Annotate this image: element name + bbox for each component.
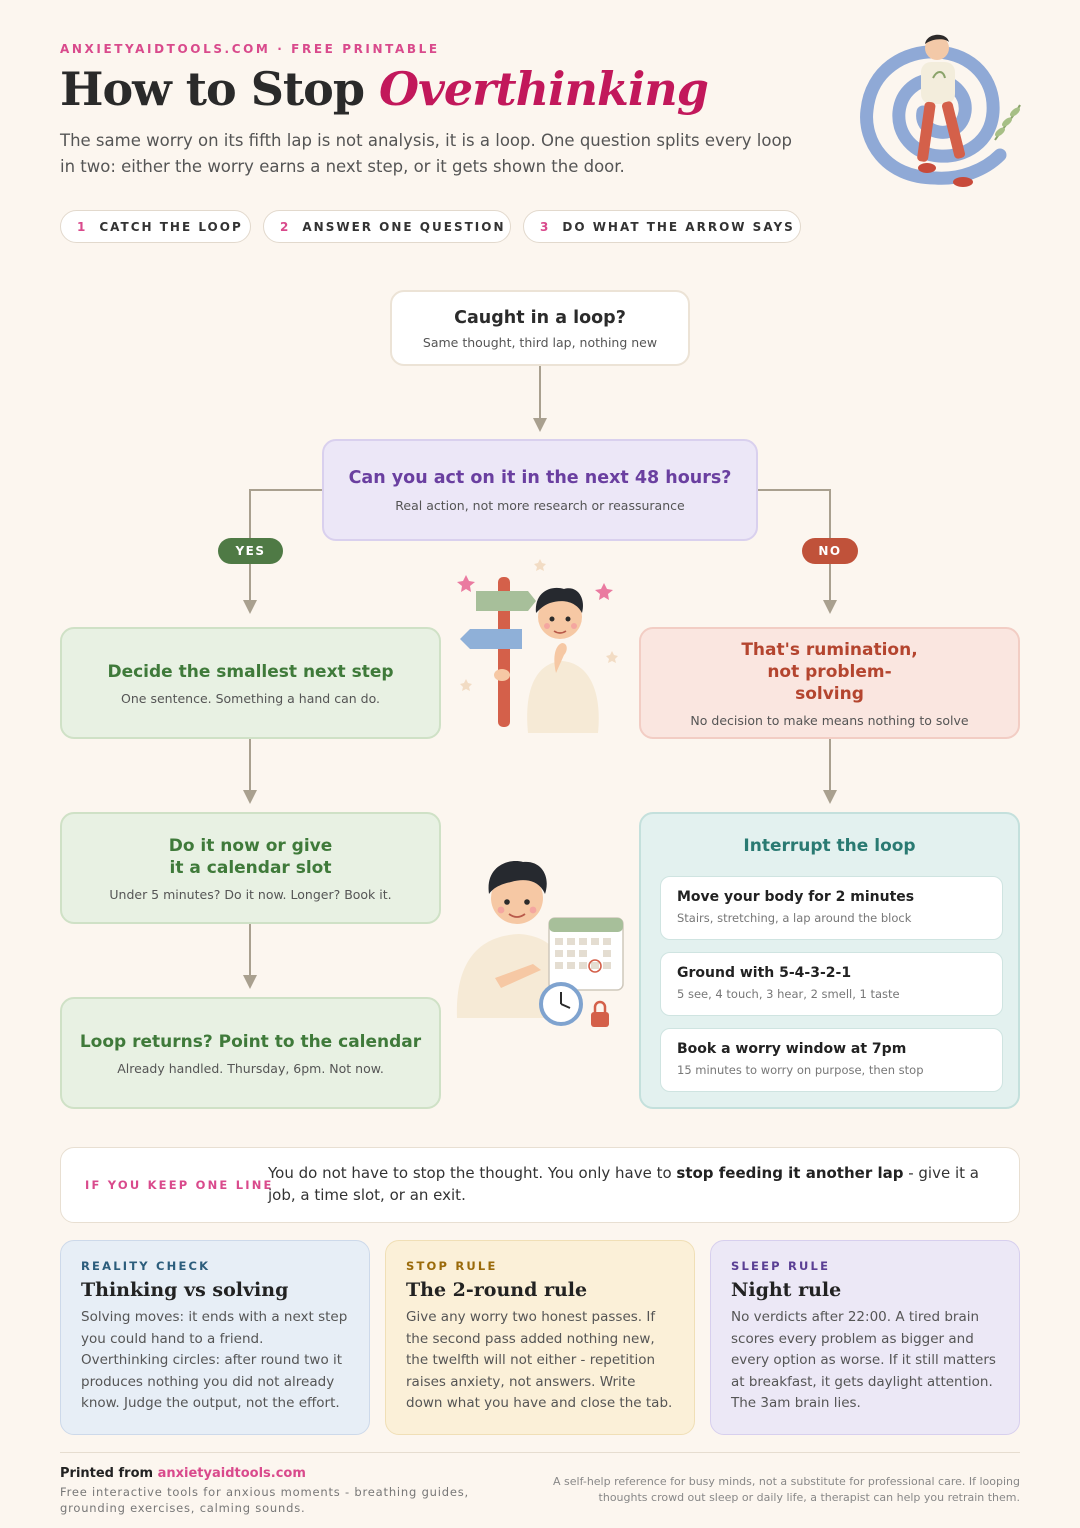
step-label: ANSWER ONE QUESTION <box>302 219 506 234</box>
question-node: Can you act on it in the next 48 hours? … <box>322 439 758 541</box>
yes-badge: YES <box>218 538 283 564</box>
yes-step-3: Loop returns? Point to the calendar Alre… <box>60 997 441 1109</box>
panel-body: Give any worry two honest passes. If the… <box>406 1309 673 1411</box>
step-pill-2: 2 ANSWER ONE QUESTION <box>263 210 511 243</box>
interrupt-item-title: Move your body for 2 minutes <box>677 889 915 905</box>
interrupt-item-sub: Stairs, stretching, a lap around the blo… <box>677 911 912 925</box>
stop-rule-panel: STOP RULE The 2-round rule Give any worr… <box>385 1240 695 1435</box>
title-accent: Overthinking <box>379 62 709 116</box>
interrupt-item: Ground with 5-4-3-2-1 5 see, 4 touch, 3 … <box>660 952 1003 1016</box>
footer-tagline: Free interactive tools for anxious momen… <box>60 1485 469 1515</box>
step-pill-3: 3 DO WHAT THE ARROW SAYS <box>523 210 801 243</box>
panel-title: The 2-round rule <box>406 1279 588 1301</box>
key-takeaway-before: You do not have to stop the thought. You… <box>268 1164 677 1182</box>
interrupt-item-sub: 5 see, 4 touch, 3 hear, 2 smell, 1 taste <box>677 987 900 1001</box>
footer-disclaimer: A self-help reference for busy minds, no… <box>553 1475 1020 1504</box>
footer-source: Printed from anxietyaidtools.com <box>60 1466 306 1481</box>
step-number: 1 <box>77 219 88 234</box>
panel-body: Solving moves: it ends with a next step … <box>81 1309 348 1411</box>
page-title: How to Stop Overthinking <box>60 62 709 116</box>
panel-label: REALITY CHECK <box>81 1259 211 1273</box>
panel-title: Night rule <box>731 1279 842 1301</box>
yes-step-1-title: Decide the smallest next step <box>107 661 394 682</box>
intro-text: The same worry on its fifth lap is not a… <box>60 131 793 176</box>
no-step-subtitle: No decision to make means nothing to sol… <box>690 712 969 728</box>
yes-step-3-title: Loop returns? Point to the calendar <box>79 1031 422 1052</box>
no-step-title: That's rumination, not problem-solving <box>741 639 918 704</box>
step-label: CATCH THE LOOP <box>99 219 243 234</box>
key-takeaway-label: IF YOU KEEP ONE LINE <box>85 1178 274 1192</box>
footer-site-link[interactable]: anxietyaidtools.com <box>157 1466 306 1481</box>
interrupt-title: Interrupt the loop <box>743 836 916 856</box>
footer-printed-from: Printed from <box>60 1466 158 1481</box>
question-title: Can you act on it in the next 48 hours? <box>348 468 732 488</box>
start-node: Caught in a loop? Same thought, third la… <box>390 290 690 366</box>
sleep-rule-panel: SLEEP RULE Night rule No verdicts after … <box>710 1240 1020 1435</box>
step-label: DO WHAT THE ARROW SAYS <box>562 219 795 234</box>
reality-check-panel: REALITY CHECK Thinking vs solving Solvin… <box>60 1240 370 1435</box>
key-takeaway-text: You do not have to stop the thought. You… <box>268 1162 1003 1206</box>
start-title: Caught in a loop? <box>454 307 626 328</box>
interrupt-item-title: Ground with 5-4-3-2-1 <box>677 965 852 981</box>
footer-divider <box>60 1452 1020 1453</box>
start-subtitle: Same thought, third lap, nothing new <box>422 334 658 350</box>
eyebrow: ANXIETYAIDTOOLS.COM · FREE PRINTABLE <box>60 42 440 56</box>
panel-label: STOP RULE <box>406 1259 498 1273</box>
title-main: How to Stop <box>60 62 380 116</box>
key-takeaway: IF YOU KEEP ONE LINE You do not have to … <box>60 1147 1020 1223</box>
key-takeaway-bold: stop feeding it another lap <box>676 1164 904 1182</box>
yes-step-3-subtitle: Already handled. Thursday, 6pm. Not now. <box>117 1060 384 1076</box>
interrupt-item-title: Book a worry window at 7pm <box>677 1041 907 1057</box>
key-takeaway-after: - give it a job, a time slot, or an exit… <box>268 1164 979 1204</box>
calendar-person-illustration <box>456 861 624 1027</box>
yes-step-1-subtitle: One sentence. Something a hand can do. <box>121 690 380 706</box>
step-number: 2 <box>280 219 291 234</box>
panel-label: SLEEP RULE <box>731 1259 831 1273</box>
flow-connectors <box>243 366 837 989</box>
yes-step-1: Decide the smallest next step One senten… <box>60 627 441 739</box>
question-subtitle: Real action, not more research or reassu… <box>395 498 685 513</box>
signpost-person-illustration <box>457 559 618 733</box>
spiral-person-illustration <box>860 34 1021 187</box>
interrupt-panel: Interrupt the loop Move your body for 2 … <box>639 812 1020 1109</box>
interrupt-item-sub: 15 minutes to worry on purpose, then sto… <box>677 1063 924 1077</box>
step-pill-1: 1 CATCH THE LOOP <box>60 210 251 243</box>
no-step: That's rumination, not problem-solving N… <box>639 627 1020 739</box>
interrupt-item: Book a worry window at 7pm 15 minutes to… <box>660 1028 1003 1092</box>
step-number: 3 <box>540 219 551 234</box>
interrupt-item: Move your body for 2 minutes Stairs, str… <box>660 876 1003 940</box>
panel-body: No verdicts after 22:00. A tired brain s… <box>731 1309 996 1411</box>
panel-title: Thinking vs solving <box>81 1279 289 1301</box>
yes-step-2-title: Do it now or give it a calendar slot <box>168 835 333 878</box>
yes-step-2-subtitle: Under 5 minutes? Do it now. Longer? Book… <box>109 886 392 902</box>
no-badge: NO <box>802 538 858 564</box>
yes-step-2: Do it now or give it a calendar slot Und… <box>60 812 441 924</box>
